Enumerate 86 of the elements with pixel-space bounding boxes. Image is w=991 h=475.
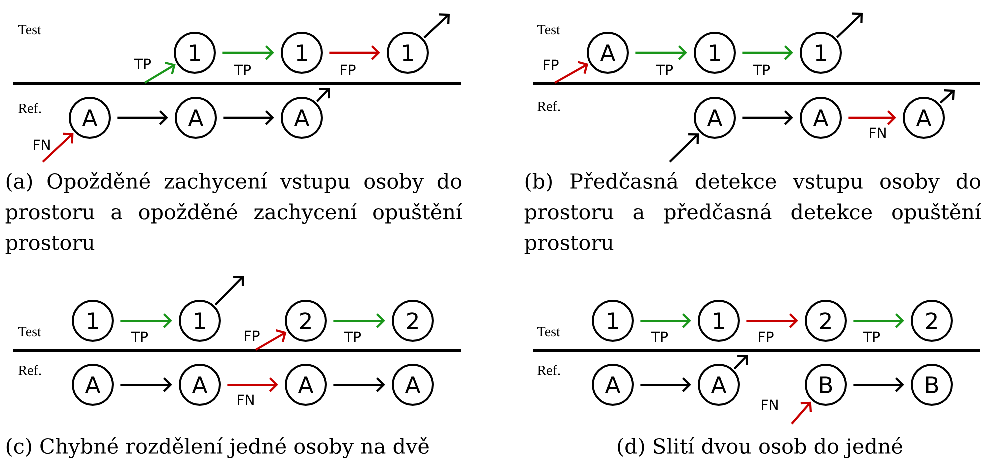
edge-label: FN xyxy=(235,394,257,406)
edge-label: TP xyxy=(655,64,675,76)
circle-node: 2 xyxy=(911,300,953,342)
arrow xyxy=(554,61,589,84)
circle-node: A xyxy=(69,97,111,139)
arrow xyxy=(334,378,386,392)
circle-node: 1 xyxy=(281,32,323,74)
arrow xyxy=(854,314,904,328)
row-label: Ref. xyxy=(18,103,42,114)
arrow xyxy=(836,12,864,38)
circle-node: A xyxy=(72,364,114,406)
caption: (a) Opožděné zachycení vstupu osoby do prostoru a opožděné zachycení opuštění prostoru xyxy=(6,172,463,254)
circle-node: 1 xyxy=(592,300,634,342)
circle-node: A xyxy=(179,364,221,406)
caption: (c) Chybné rozdělení jedné osoby na dvě xyxy=(6,437,429,458)
arrow xyxy=(224,110,274,126)
edge-label: FN xyxy=(31,138,53,152)
arrow xyxy=(334,314,386,328)
arrow xyxy=(636,46,688,60)
circle-node: A xyxy=(285,364,327,406)
arrow xyxy=(316,88,330,102)
circle-node: 1 xyxy=(698,300,740,342)
row-label: Test xyxy=(18,327,42,337)
edge-label: FN xyxy=(867,126,889,140)
arrow xyxy=(42,132,74,163)
circle-node: A xyxy=(175,97,217,139)
arrow xyxy=(746,314,798,328)
arrow xyxy=(330,46,380,60)
edge-label: FP xyxy=(756,330,776,344)
circle-node: A xyxy=(281,97,323,139)
edge-label: FP xyxy=(242,330,262,342)
row-label: Ref. xyxy=(538,101,560,112)
edge-label: TP xyxy=(343,330,363,344)
circle-node: A xyxy=(592,364,634,406)
arrow xyxy=(424,14,450,39)
arrow xyxy=(669,134,700,163)
arrow xyxy=(118,110,168,126)
circle-node: A xyxy=(392,364,434,406)
circle-node: 2 xyxy=(392,300,434,342)
circle-node: 2 xyxy=(285,300,327,342)
row-label: Ref. xyxy=(538,365,560,376)
circle-node: A xyxy=(698,364,740,406)
circle-node: 2 xyxy=(805,300,847,342)
edge-label: FP xyxy=(541,58,561,72)
circle-node: 1 xyxy=(387,32,429,74)
circle-node: 1 xyxy=(800,32,842,74)
circle-node: 1 xyxy=(72,300,114,342)
caption: (b) Předčasná detekce vstupu osoby do prostoru a předčasná detekce opuštění prostoru xyxy=(524,172,982,254)
circle-node: 1 xyxy=(179,300,221,342)
row-label: Test xyxy=(538,25,560,35)
caption: (d) Slití dvou osob do jedné xyxy=(618,437,902,458)
arrow xyxy=(640,378,692,392)
arrow xyxy=(222,46,274,60)
arrow xyxy=(228,378,278,392)
row-label: Test xyxy=(538,327,560,337)
circle-node: A xyxy=(903,97,945,139)
edge-label: TP xyxy=(130,330,150,344)
arrow xyxy=(255,330,287,351)
arrow xyxy=(742,46,794,60)
arrow xyxy=(734,355,748,370)
circle-node: A xyxy=(694,97,736,139)
arrow xyxy=(848,110,896,126)
edge-label: TP xyxy=(650,330,670,344)
edge-label: FN xyxy=(759,398,781,412)
arrow xyxy=(640,314,692,328)
circle-node: A xyxy=(800,97,842,139)
arrow xyxy=(940,89,956,104)
circle-node: A xyxy=(587,32,629,74)
edge-label: FP xyxy=(338,64,358,76)
edge-label: TP xyxy=(133,58,153,70)
circle-node: B xyxy=(911,364,953,406)
arrow xyxy=(120,378,172,392)
edge-label: TP xyxy=(862,330,882,344)
arrow xyxy=(854,378,904,392)
circle-node: 1 xyxy=(174,32,216,74)
circle-node: 1 xyxy=(694,32,736,74)
arrow xyxy=(144,62,176,84)
row-label: Test xyxy=(18,25,42,35)
row-label: Ref. xyxy=(18,365,42,376)
arrow xyxy=(742,110,794,126)
edge-label: TP xyxy=(233,64,253,76)
arrow xyxy=(120,314,172,328)
circle-node: B xyxy=(805,364,847,406)
arrow xyxy=(791,402,812,425)
arrow xyxy=(214,276,244,306)
edge-label: TP xyxy=(752,64,772,76)
